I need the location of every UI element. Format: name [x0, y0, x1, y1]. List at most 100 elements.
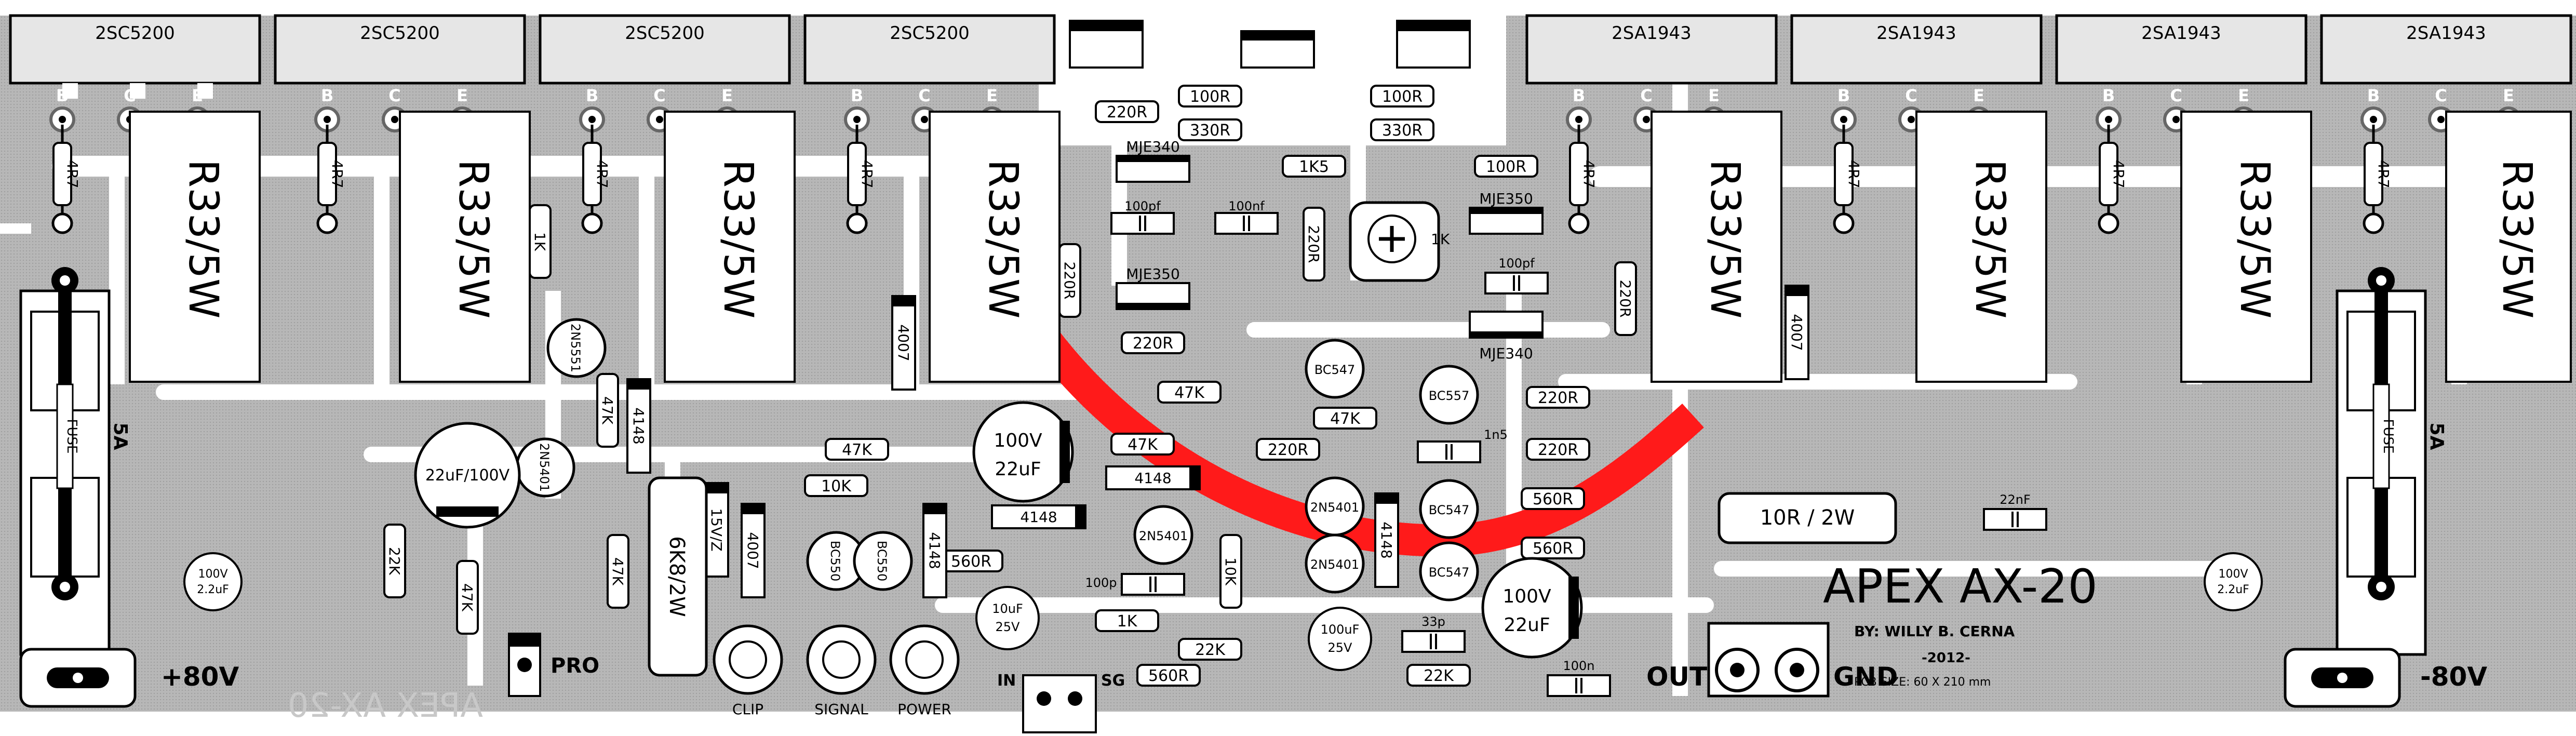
c100p-label: 100p — [1085, 576, 1117, 590]
d4148-label: 4148 — [1020, 508, 1057, 526]
bc550-label: BC550 — [875, 541, 889, 582]
r6k8-label: 6K8/2W — [665, 536, 689, 617]
fuse-label: FUSE — [2380, 419, 2396, 454]
mirrored-title: APEX AX-20 — [288, 687, 483, 725]
transistor-label: 2SC5200 — [360, 23, 439, 44]
transistor-body — [1790, 14, 2043, 85]
e100uf-voltage: 25V — [1328, 640, 1353, 655]
bc547-label: BC547 — [1429, 503, 1470, 517]
r47k-label: 47K — [1330, 410, 1361, 428]
film-capacitors: 100pf 100nf 100pf 100p 33p 1n5 100n 22nF — [1085, 199, 2047, 697]
r47k-label: 47K — [1128, 436, 1158, 454]
r220-label: 220R — [1538, 389, 1578, 407]
r560-label: 560R — [951, 553, 991, 571]
pin-label-e: E — [1973, 86, 1984, 105]
e2u2-voltage: 100V — [2218, 568, 2248, 581]
r22k-label: 22K — [1195, 641, 1226, 659]
mje350-label: MJE350 — [1126, 265, 1180, 283]
r100-label: 100R — [1190, 88, 1230, 106]
emitter-resistor — [929, 111, 1061, 383]
supply-neg-label: -80V — [2420, 662, 2487, 692]
r1k-vertical-label: 1K — [531, 232, 548, 251]
pin-label-b: B — [321, 86, 333, 105]
transistor-label: 2SC5200 — [890, 23, 969, 44]
c100nf-label: 100nf — [1228, 199, 1265, 213]
d4007-label: 4007 — [744, 532, 761, 569]
pin-label-c: C — [653, 86, 665, 105]
bias-trimmer[interactable]: 1K — [1349, 201, 1450, 282]
mje340-label: MJE340 — [1479, 345, 1533, 362]
e22uf-voltage: 100V — [1502, 586, 1551, 607]
d4148-label: 4148 — [1134, 470, 1171, 487]
r220-label: 220R — [1107, 103, 1147, 122]
r47k-vertical-label: 47K — [459, 583, 476, 612]
pin-label-c: C — [2435, 86, 2447, 105]
diodes: 4007 4148 4007 4148 4148 4007 15V/Z 4148… — [626, 285, 1809, 598]
pin-label-b: B — [586, 86, 598, 105]
e10uf-capacity: 10uF — [992, 601, 1023, 616]
emitter-resistor — [129, 111, 261, 383]
emitter-resistor — [664, 111, 796, 383]
r100-label: 100R — [1382, 88, 1423, 106]
z15v-label: 15V/Z — [708, 508, 725, 551]
r220-label: 220R — [1268, 441, 1308, 459]
fuse-right: FUSE 5A — [2336, 267, 2447, 656]
pin-label-e: E — [2503, 86, 2514, 105]
transistor-body — [539, 14, 791, 85]
bc547-label: BC547 — [1429, 565, 1470, 580]
emitter-resistor-label: R33/5W — [450, 159, 497, 318]
led-label-signal: SIGNAL — [814, 701, 868, 718]
gnd-label: GND — [1833, 662, 1898, 692]
r10k-label: 10K — [821, 477, 852, 496]
transistor-body — [274, 14, 526, 85]
c100pf-label: 100pf — [1498, 256, 1535, 271]
fuse-rating: 5A — [2426, 423, 2447, 450]
transistor-body — [2055, 14, 2307, 85]
transistor-body — [1525, 14, 1778, 85]
npn-transistors: 2SC5200 2SC5200 2SC5200 2SC5200 — [9, 14, 1056, 99]
r220-label: 220R — [1133, 334, 1173, 353]
e22uf100v-label: 22uF/100V — [425, 466, 510, 485]
emitter-resistor-label: R33/5W — [980, 159, 1026, 318]
supply-terminal-neg: -80V — [2284, 648, 2487, 708]
mje340-label: MJE340 — [1126, 138, 1180, 155]
pin-label-c: C — [124, 86, 136, 105]
e22uf-capacity: 22uF — [995, 459, 1041, 480]
e22uf-voltage: 100V — [994, 430, 1042, 451]
r100-label: 100R — [1486, 158, 1526, 176]
resistor-label: 4R7 — [858, 159, 876, 188]
emitter-resistor-label: R33/5W — [2231, 159, 2278, 318]
r10r-power-resistor: 10R / 2W — [1718, 492, 1897, 544]
pin-label-b: B — [1837, 86, 1850, 105]
c1n5-label: 1n5 — [1484, 427, 1508, 442]
resistor-label: 4R7 — [594, 159, 611, 188]
bc557-label: BC557 — [1429, 389, 1470, 403]
fuse-rating: 5A — [110, 423, 131, 450]
trimmer-label: 1K — [1431, 231, 1450, 248]
pin-label-e: E — [1708, 86, 1720, 105]
emitter-resistor-label: R33/5W — [2493, 159, 2540, 318]
resistor-label: 4R7 — [2110, 159, 2127, 188]
pin-label-e: E — [721, 86, 733, 105]
r220-vertical-label: 220R — [1305, 225, 1322, 263]
emitter-resistors: R33/5W R33/5W R33/5W R33/5W R33/5W R33/5… — [129, 111, 2572, 383]
pin-label-b: B — [1573, 86, 1585, 105]
transistor-label: 2SA1943 — [1612, 23, 1692, 44]
board-size: PCB SIZE: 60 X 210 mm — [1854, 676, 1991, 689]
r6k8-power-resistor: 6K8/2W — [648, 476, 708, 677]
pro-label: PRO — [551, 654, 599, 678]
transistor-body — [803, 14, 1056, 85]
fuse-label: FUSE — [64, 419, 79, 454]
pin-label-e: E — [986, 86, 998, 105]
emitter-resistor — [2180, 111, 2312, 383]
emitter-resistor-label: R33/5W — [1966, 159, 2013, 318]
mirrored-title-text: APEX AX-20 — [288, 687, 483, 725]
q2n5401-label: 2N5401 — [1139, 529, 1188, 543]
e2u2-capacity: 2.2uF — [197, 583, 229, 596]
led-label-clip: CLIP — [732, 701, 763, 718]
small-transistors: 2N5551 2N5401 BC550 BC550 2N5401 2N5401 … — [515, 318, 1479, 601]
out-label: OUT — [1646, 662, 1707, 692]
d4148-label: 4148 — [926, 532, 943, 569]
c100n-label: 100n — [1563, 659, 1594, 673]
